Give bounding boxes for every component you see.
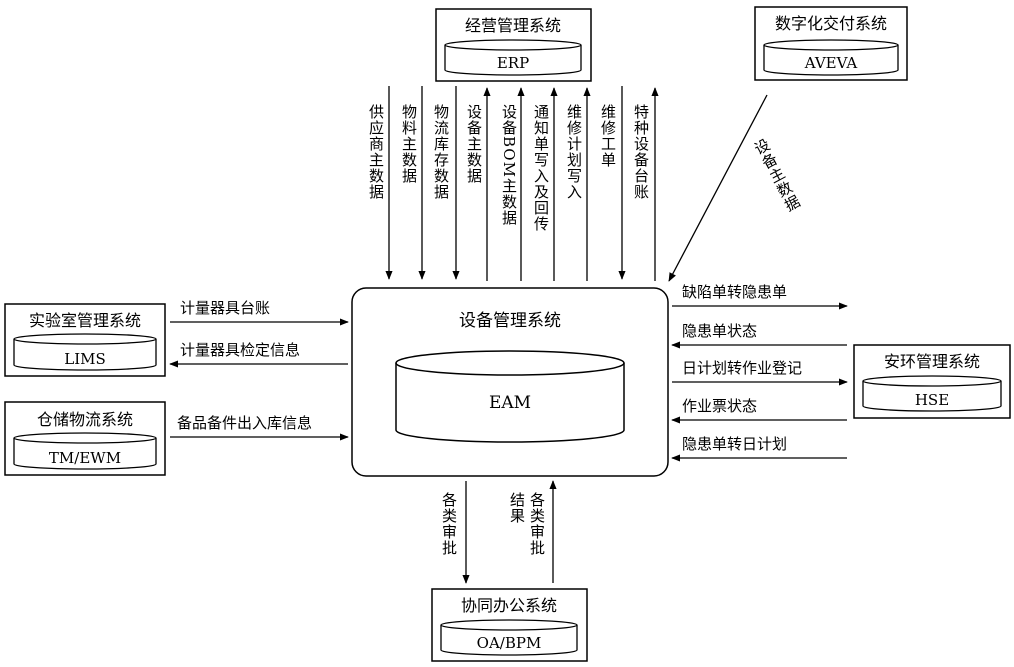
- system-erp: 经营管理系统 ERP: [435, 8, 592, 82]
- system-aveva: 数字化交付系统 AVEVA: [754, 6, 908, 81]
- flow-label-plan-to-registration: 日计划转作业登记: [682, 359, 802, 377]
- system-erp-title: 经营管理系统: [465, 16, 561, 35]
- flow-label-approvals: 各类审批: [440, 492, 458, 556]
- flow-label-maintenance-plan: 维修计划写入: [565, 104, 583, 200]
- flow-label-supplier-master: 供应商主数据: [367, 104, 385, 200]
- tm-flows: 备品备件出入库信息: [170, 414, 349, 441]
- eam-database-label: EAM: [489, 393, 531, 413]
- system-lims: 实验室管理系统 LIMS: [4, 303, 166, 377]
- system-hse: 安环管理系统 HSE: [853, 344, 1011, 419]
- flow-label-defect-to-hazard: 缺陷单转隐患单: [682, 283, 787, 301]
- system-aveva-title: 数字化交付系统: [775, 14, 887, 33]
- flow-label-maintenance-order: 维修工单: [599, 104, 617, 168]
- eam-system: 设备管理系统 EAM: [351, 287, 669, 477]
- lims-database-icon: [13, 333, 157, 371]
- oa-flows: 各类审批 结果 各类审批: [440, 480, 557, 584]
- aveva-database-icon: [763, 39, 899, 76]
- eam-system-title: 设备管理系统: [459, 311, 561, 331]
- tm-database-icon: [13, 432, 157, 470]
- flow-label-logistics-inventory: 物流库存数据: [432, 104, 450, 200]
- flow-arrow-aveva-equipment-master: [668, 94, 768, 282]
- lims-flows: 计量器具台账 计量器具检定信息: [169, 299, 349, 368]
- flow-label-approval-results-col2: 各类审批: [528, 492, 546, 556]
- flow-label-work-ticket-status: 作业票状态: [682, 397, 757, 415]
- system-erp-db: ERP: [497, 54, 529, 72]
- flow-label-equipment-master: 设备主数据: [465, 104, 483, 184]
- system-aveva-db: AVEVA: [804, 54, 858, 72]
- hse-database-icon: [862, 375, 1002, 412]
- flow-label-material-master: 物料主数据: [400, 104, 418, 184]
- aveva-flow: 设备主数据: [668, 94, 804, 282]
- system-oa-db: OA/BPM: [477, 634, 542, 652]
- flow-label-equipment-bom: 设备BOM主数据: [500, 104, 518, 226]
- eam-database-icon: [395, 350, 625, 443]
- system-lims-title: 实验室管理系统: [29, 311, 141, 330]
- flow-label-measuring-verification: 计量器具检定信息: [180, 341, 300, 359]
- erp-flows: 供应商主数据 物料主数据 物流库存数据 设备主数据 设备BOM主数据 通知单写入…: [367, 86, 659, 281]
- system-oa: 协同办公系统 OA/BPM: [431, 588, 588, 662]
- system-lims-db: LIMS: [64, 350, 106, 368]
- flow-label-spare-parts-io: 备品备件出入库信息: [177, 414, 312, 432]
- system-tm: 仓储物流系统 TM/EWM: [4, 401, 166, 476]
- flow-label-approval-results: 结果 各类审批: [508, 492, 546, 556]
- erp-database-icon: [444, 39, 582, 76]
- flow-label-special-equipment: 特种设备台账: [632, 104, 650, 200]
- system-oa-title: 协同办公系统: [461, 596, 557, 615]
- flow-label-measuring-ledger: 计量器具台账: [180, 299, 270, 317]
- system-tm-db: TM/EWM: [49, 449, 121, 467]
- flow-label-approval-results-col1: 结果: [508, 492, 526, 524]
- system-hse-db: HSE: [915, 391, 949, 409]
- flow-label-hazard-status: 隐患单状态: [682, 322, 757, 340]
- flow-label-hazard-to-plan: 隐患单转日计划: [682, 435, 787, 453]
- system-tm-title: 仓储物流系统: [37, 410, 133, 429]
- flow-label-notification: 通知单写入及回传: [532, 104, 550, 232]
- hse-flows: 缺陷单转隐患单 隐患单状态 日计划转作业登记 作业票状态 隐患单转日计划: [671, 283, 848, 462]
- system-hse-title: 安环管理系统: [884, 352, 980, 371]
- oa-database-icon: [440, 619, 578, 656]
- flow-label-aveva-equipment-master: 设备主数据: [750, 136, 804, 215]
